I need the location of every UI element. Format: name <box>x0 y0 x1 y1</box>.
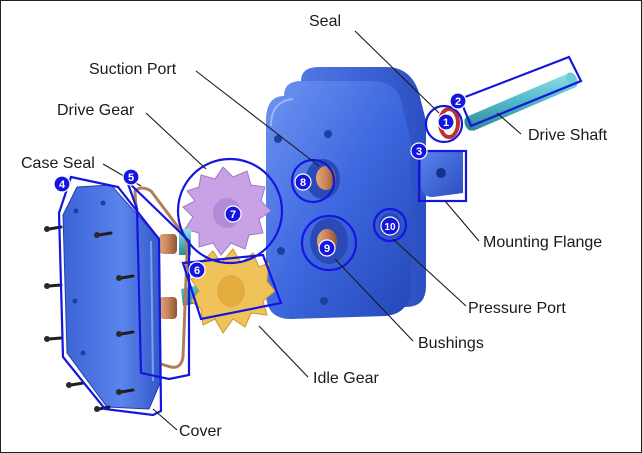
label-drive-shaft: Drive Shaft <box>528 127 608 144</box>
marker-8[interactable]: 8 <box>294 173 312 191</box>
marker-10[interactable]: 10 <box>380 216 400 236</box>
marker-6-label: 6 <box>194 265 200 277</box>
marker-3-label: 3 <box>416 146 422 158</box>
drive-shaft-selection[interactable] <box>458 55 583 128</box>
label-bushings: Bushings <box>418 335 484 352</box>
leader-lines <box>102 30 522 431</box>
marker-1[interactable]: 1 <box>437 113 455 131</box>
marker-7[interactable]: 7 <box>224 205 242 223</box>
marker-9-label: 9 <box>324 243 330 255</box>
marker-1-label: 1 <box>443 117 449 129</box>
label-seal: Seal <box>309 13 341 30</box>
label-pressure-port: Pressure Port <box>468 300 566 317</box>
idle-gear-selection[interactable] <box>181 253 283 321</box>
drive-gear-selection[interactable] <box>176 157 284 265</box>
label-mounting-flange: Mounting Flange <box>483 234 602 251</box>
label-case-seal: Case Seal <box>21 155 95 172</box>
suction-port-selection[interactable] <box>290 158 336 204</box>
seal-selection[interactable] <box>424 104 464 144</box>
marker-8-label: 8 <box>300 177 306 189</box>
marker-4-label: 4 <box>59 179 66 191</box>
label-cover: Cover <box>179 423 222 440</box>
marker-6[interactable]: 6 <box>188 261 206 279</box>
label-suction-port: Suction Port <box>89 61 177 78</box>
marker-5-label: 5 <box>128 172 134 184</box>
pump-housing[interactable] <box>266 67 426 319</box>
marker-5[interactable]: 5 <box>122 168 140 186</box>
cover-selection[interactable] <box>57 175 163 417</box>
selection-overlays <box>57 55 583 417</box>
marker-2[interactable]: 2 <box>449 92 467 110</box>
bushings-selection[interactable] <box>300 214 358 272</box>
mounting-flange-selection[interactable] <box>417 149 468 203</box>
marker-10-label: 10 <box>384 222 396 233</box>
marker-4[interactable]: 4 <box>53 175 71 193</box>
number-badges: 1 2 3 4 5 6 7 8 9 10 <box>53 92 467 279</box>
cover-plate[interactable] <box>62 184 162 410</box>
marker-9[interactable]: 9 <box>318 239 336 257</box>
label-drive-gear: Drive Gear <box>57 102 135 119</box>
marker-2-label: 2 <box>455 96 461 108</box>
marker-7-label: 7 <box>230 209 236 221</box>
label-idle-gear: Idle Gear <box>313 370 379 387</box>
mounting-flange[interactable] <box>421 151 463 197</box>
case-seal-selection[interactable] <box>125 180 191 381</box>
idle-gear[interactable] <box>181 248 276 334</box>
marker-3[interactable]: 3 <box>410 142 428 160</box>
callout-labels: Seal Suction Port Drive Gear Case Seal D… <box>21 13 608 440</box>
pressure-port-selection[interactable] <box>372 207 408 243</box>
